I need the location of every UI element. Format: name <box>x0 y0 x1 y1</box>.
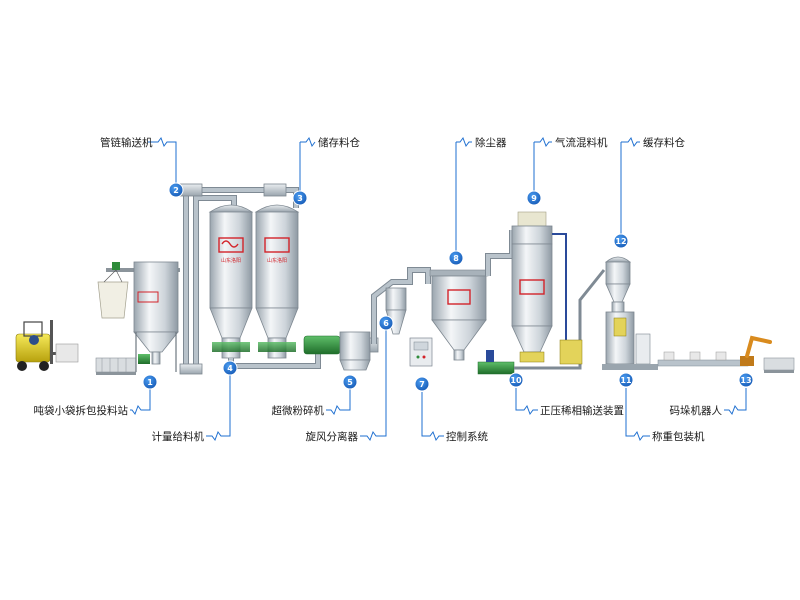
badge-3-number: 3 <box>297 194 303 203</box>
badge-4-number: 4 <box>227 364 233 373</box>
badge-10-number: 10 <box>510 376 522 385</box>
leader-lines <box>130 136 747 442</box>
air-mixer-illustration <box>511 211 567 363</box>
control-cabinet-illustration <box>409 337 433 367</box>
badge-4: 4 <box>222 360 238 376</box>
label-bag-dump-station: 吨袋小袋拆包投料站 <box>34 404 129 417</box>
cyclone-illustration <box>371 267 431 344</box>
badge-10: 10 <box>508 372 524 388</box>
badge-6: 6 <box>378 315 394 331</box>
output-conveyor-illustration <box>657 351 749 367</box>
label-buffer-silo: 缓存料仓 <box>643 136 685 149</box>
silo-logo-text-left: 山东洛阳 <box>221 257 241 264</box>
label-storage-silo: 储存料仓 <box>318 136 360 149</box>
buffer-silo-illustration <box>604 256 632 313</box>
storage-silos-illustration: 山东洛阳 山东洛阳 <box>208 204 300 359</box>
badge-7: 7 <box>414 376 430 392</box>
badge-11-number: 11 <box>620 376 632 385</box>
badge-12-number: 12 <box>615 237 626 246</box>
badge-8-number: 8 <box>453 254 459 263</box>
badge-5: 5 <box>342 374 358 390</box>
forklift-illustration <box>15 320 79 371</box>
badge-1-number: 1 <box>147 378 153 387</box>
badge-9-number: 9 <box>531 194 537 203</box>
label-palletizing-robot: 码垛机器人 <box>670 404 723 417</box>
badge-11: 11 <box>618 372 634 388</box>
dust-collector-illustration <box>429 230 515 361</box>
badge-2: 2 <box>168 182 184 198</box>
label-dust-collector: 除尘器 <box>475 136 507 149</box>
label-air-mixer: 气流混料机 <box>555 136 608 149</box>
label-pneumatic-conveyor: 正压稀相输送装置 <box>540 404 624 417</box>
badge-13-number: 13 <box>740 376 751 385</box>
packing-machine-illustration <box>602 311 658 370</box>
badge-13: 13 <box>738 372 754 388</box>
badge-5-number: 5 <box>347 378 353 387</box>
label-tube-chain-conveyor: 管链输送机 <box>100 136 153 149</box>
badge-6-number: 6 <box>383 319 389 328</box>
label-control-system: 控制系统 <box>446 430 488 443</box>
palletizing-robot-illustration <box>740 335 795 373</box>
badge-12: 12 <box>613 233 629 249</box>
badge-7-number: 7 <box>419 380 425 389</box>
silo-logo-text-right: 山东洛阳 <box>267 257 287 264</box>
badge-2-number: 2 <box>173 186 179 195</box>
label-weighing-packer: 称重包装机 <box>652 430 705 443</box>
badge-1: 1 <box>142 374 158 390</box>
label-metering-feeder: 计量给料机 <box>152 430 205 443</box>
grinder-illustration <box>303 331 379 371</box>
label-superfine-grinder: 超微粉碎机 <box>272 404 325 417</box>
pallet-stack-left <box>95 357 137 375</box>
badge-9: 9 <box>526 190 542 206</box>
label-cyclone-separator: 旋风分离器 <box>306 430 359 443</box>
pneumatic-conveyor-illustration <box>477 269 606 375</box>
badge-8: 8 <box>448 250 464 266</box>
bag-dump-station-illustration <box>97 261 180 372</box>
badge-3: 3 <box>292 190 308 206</box>
